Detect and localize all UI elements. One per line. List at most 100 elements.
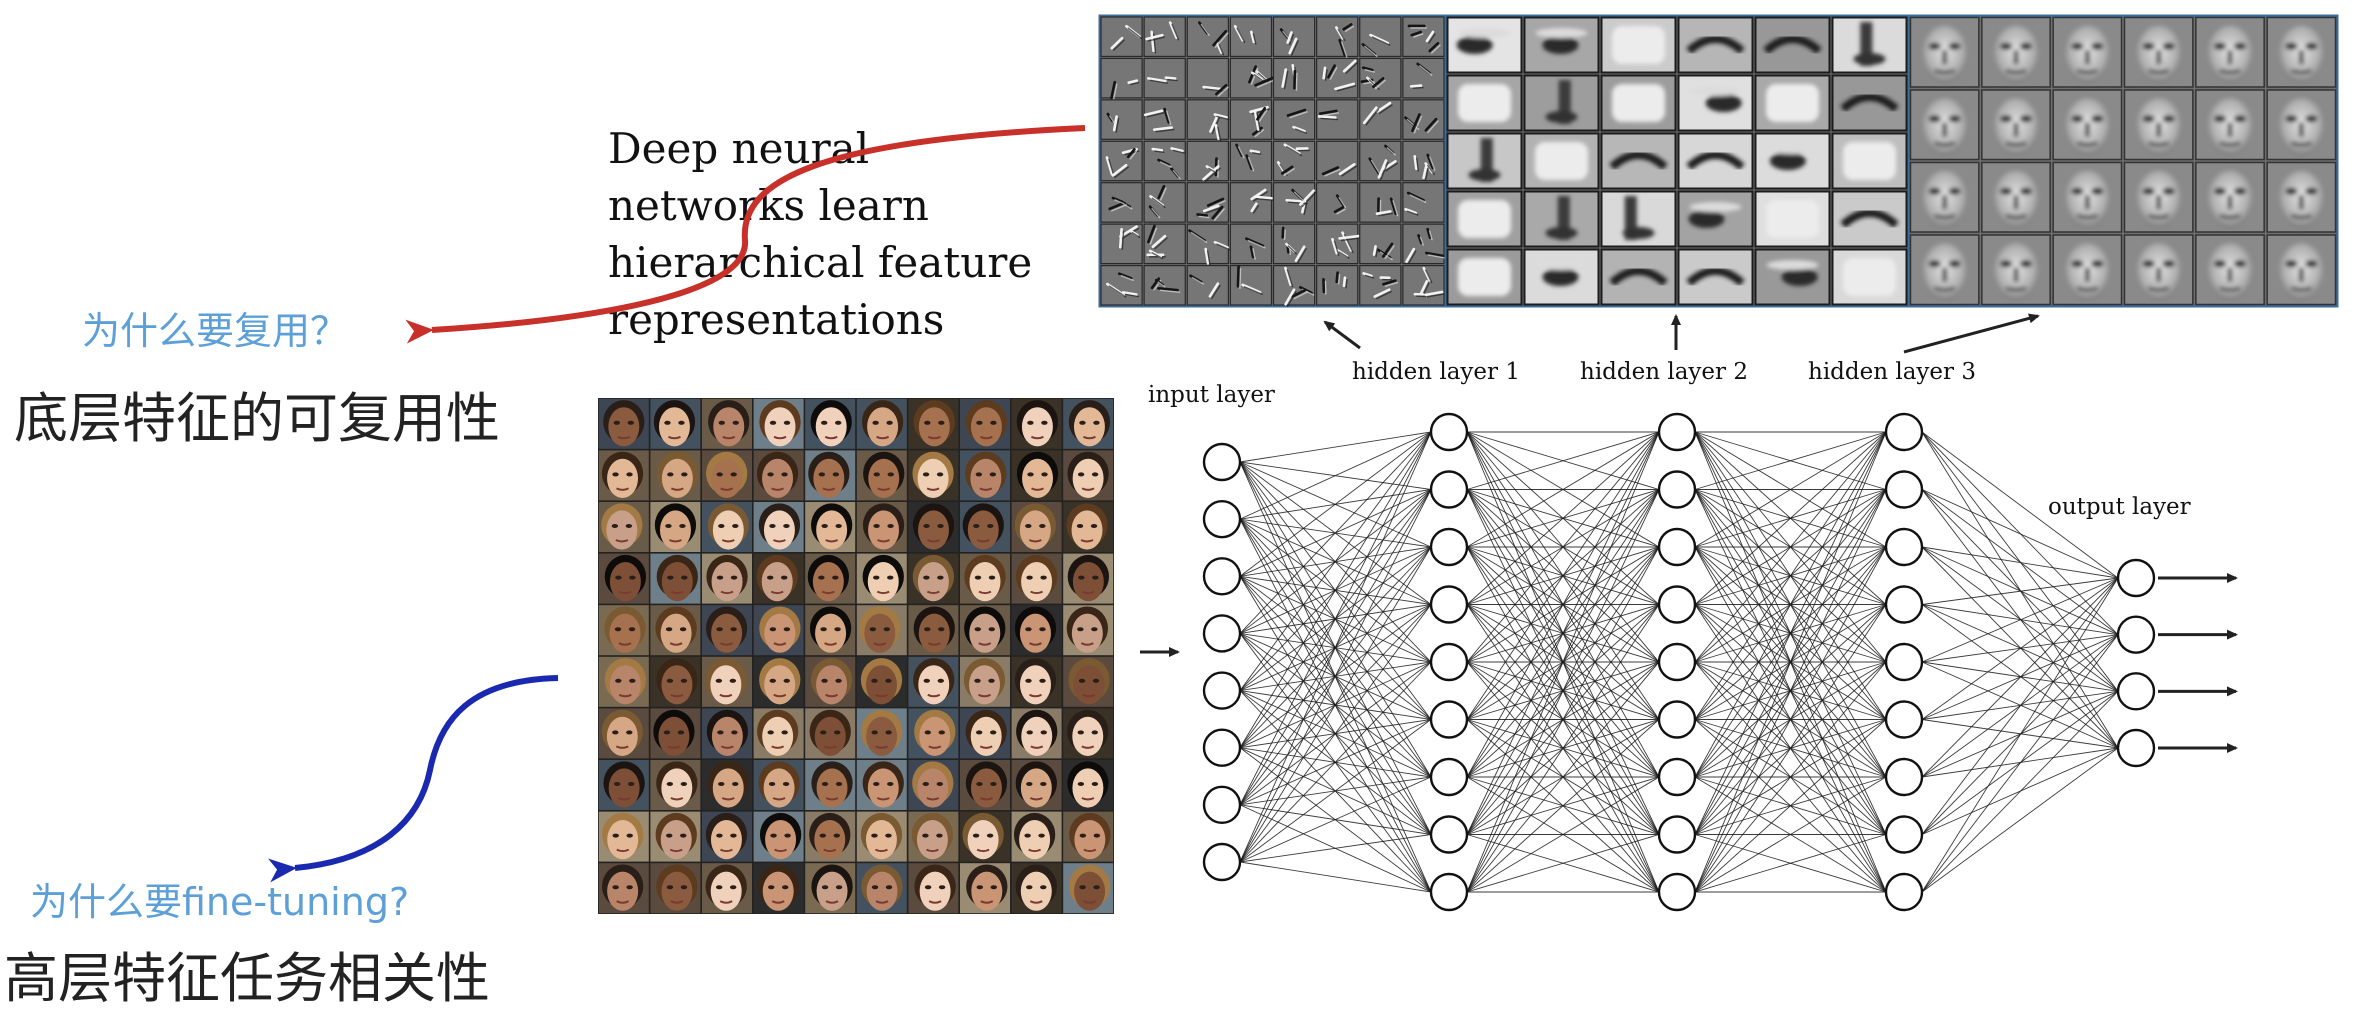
face-photo	[1067, 554, 1109, 602]
face-photo	[811, 503, 853, 550]
edge-stroke-shadow	[1336, 208, 1346, 215]
edge-stroke-shadow	[1121, 202, 1133, 210]
edge-stroke	[1424, 290, 1444, 297]
face-part-cell	[1831, 190, 1908, 248]
edge-stroke-shadow	[1209, 200, 1226, 209]
edge-stroke-shadow	[1345, 278, 1348, 289]
edge-stroke	[1375, 210, 1392, 216]
question-why-reuse: 为什么要复用？	[82, 309, 348, 353]
network-edge	[1466, 719, 1660, 893]
edge-stroke	[1362, 106, 1378, 125]
edge-stroke-shadow	[1336, 85, 1357, 92]
network-edge	[1921, 577, 2119, 720]
edge-stroke	[1342, 23, 1353, 31]
edge-filter-cell	[1229, 223, 1273, 265]
edge-stroke	[1146, 77, 1167, 83]
network-edge	[1921, 577, 2119, 663]
face-photo	[807, 554, 849, 602]
face-photo	[913, 606, 955, 653]
edge-stroke-shadow	[1283, 70, 1289, 90]
network-edge	[1239, 431, 1432, 463]
hidden3-neuron	[1884, 757, 1924, 797]
edge-stroke-shadow	[1329, 66, 1338, 80]
face-part-cell	[1677, 132, 1754, 190]
face-template	[1921, 97, 1968, 156]
face-photo	[809, 709, 851, 757]
face-part-feature	[1840, 93, 1899, 113]
output-neuron	[2116, 728, 2156, 768]
face-photo	[962, 503, 1004, 550]
face-photo	[757, 709, 799, 757]
face-template	[1921, 25, 1968, 84]
edge-stroke	[1361, 66, 1374, 72]
network-edge	[1466, 661, 1660, 893]
face-part-feature	[1686, 267, 1745, 287]
face-photo	[705, 812, 748, 860]
network-edge	[1239, 661, 1432, 863]
input-neuron	[1202, 785, 1242, 825]
edge-stroke	[1209, 114, 1219, 133]
arrow-hidden1-to-panel	[1323, 320, 1361, 350]
edge-stroke-shadow	[1384, 245, 1395, 260]
network-edge	[1694, 431, 1887, 605]
edge-stroke	[1189, 274, 1203, 284]
edge-stroke	[1281, 165, 1294, 175]
face-part-cell	[1677, 248, 1754, 306]
network-edge	[1466, 604, 1660, 893]
network-edge	[1921, 747, 2119, 893]
hidden2-neuron	[1657, 757, 1697, 797]
hidden3-neuron	[1884, 470, 1924, 509]
face-photo	[914, 864, 956, 911]
face-photo	[655, 812, 697, 860]
network-edge	[1694, 431, 1887, 893]
face-part-feature	[1609, 267, 1668, 287]
edge-stroke	[1111, 163, 1128, 177]
edge-stroke-shadow	[1324, 168, 1341, 177]
edge-stroke-shadow	[1159, 161, 1172, 168]
face-photo	[708, 400, 750, 447]
edge-stroke	[1426, 227, 1432, 240]
face-photo	[1015, 554, 1058, 602]
face-photo	[601, 709, 643, 757]
edge-stroke-shadow	[1147, 36, 1166, 42]
edge-stroke	[1341, 231, 1353, 252]
hidden-layer-1-label: hidden layer 1	[1352, 359, 1520, 385]
face-photo	[1015, 761, 1057, 808]
edge-filter-cell	[1272, 264, 1316, 306]
network-edge	[1694, 431, 1887, 490]
edge-stroke-shadow	[1111, 204, 1128, 212]
edge-stroke	[1250, 30, 1256, 44]
edge-stroke	[1111, 196, 1124, 204]
edge-stroke-shadow	[1413, 33, 1424, 38]
face-photo	[705, 658, 747, 705]
edge-stroke-shadow	[1191, 276, 1204, 285]
face-photo	[602, 812, 644, 860]
network-edge	[1239, 546, 1432, 863]
face-photo	[1014, 658, 1057, 705]
edge-stroke	[1294, 245, 1306, 263]
edge-stroke	[1245, 237, 1265, 248]
face-template	[2207, 242, 2253, 301]
edge-stroke-shadow	[1338, 196, 1347, 208]
edge-stroke-shadow	[1340, 237, 1362, 242]
edge-stroke	[1126, 148, 1136, 159]
panel-frame	[1444, 14, 1910, 308]
face-part-feature	[1766, 84, 1819, 122]
edge-stroke-shadow	[1419, 236, 1424, 246]
face-photo	[601, 451, 644, 499]
face-photo	[914, 709, 956, 757]
edge-stroke	[1214, 123, 1220, 141]
hidden3-neuron	[1884, 700, 1924, 739]
edge-filter-cell	[1143, 264, 1186, 306]
face-part-feature	[1535, 260, 1588, 286]
edge-stroke-shadow	[1198, 215, 1210, 219]
edge-stroke-shadow	[1114, 199, 1125, 205]
face-template	[2278, 25, 2325, 84]
input-neuron	[1202, 842, 1242, 882]
edge-stroke	[1121, 291, 1138, 296]
face-template	[2207, 25, 2253, 84]
edge-stroke	[1377, 159, 1388, 179]
edge-stroke	[1170, 147, 1184, 153]
edge-filter-cell	[1229, 182, 1273, 223]
